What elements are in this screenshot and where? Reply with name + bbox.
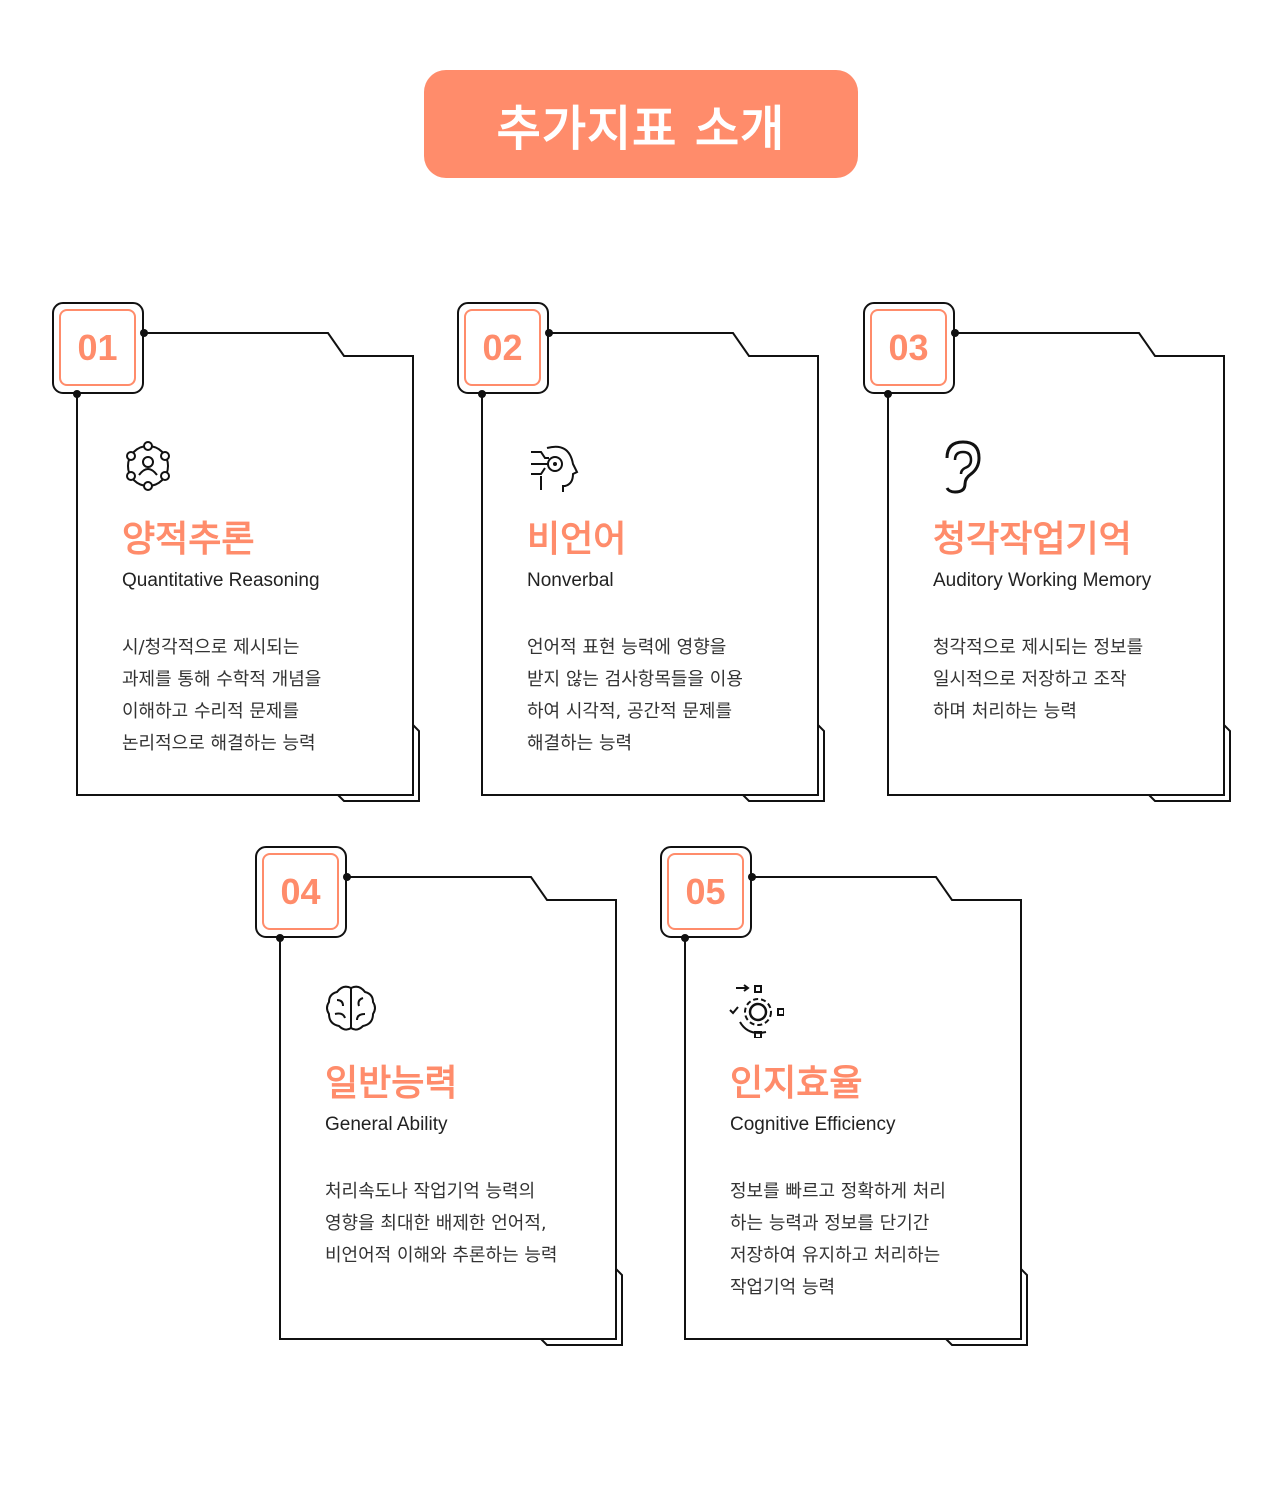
description-line: 하며 처리하는 능력 [933,701,1077,722]
page-title-banner: 추가지표 소개 [424,70,858,178]
description-line: 일시적으로 저장하고 조작 [933,669,1127,690]
ear-icon [945,440,981,494]
card-subtitle: Quantitative Reasoning [122,570,320,591]
head-circuit-icon [531,445,579,492]
card-subtitle: Auditory Working Memory [933,570,1152,591]
card-number-badge: 01 [77,326,118,368]
card-subtitle: Cognitive Efficiency [730,1114,896,1135]
card-subtitle: Nonverbal [527,570,614,591]
card-number-badge: 02 [482,326,523,368]
card-subtitle: General Ability [325,1114,448,1135]
description-line: 영향을 최대한 배제한 언어적, [325,1213,547,1234]
description-line: 하는 능력과 정보를 단기간 [730,1213,930,1234]
card-frame [660,846,1028,1346]
description-line: 언어적 표현 능력에 영향을 [527,637,727,658]
description-line: 시/청각적으로 제시되는 [122,637,300,658]
description-line: 하여 시각적, 공간적 문제를 [527,701,733,722]
description-line: 이해하고 수리적 문제를 [122,701,300,722]
card-title: 양적추론 [122,519,255,560]
description-line: 정보를 빠르고 정확하게 처리 [730,1181,946,1202]
description-line: 논리적으로 해결하는 능력 [122,733,316,754]
card-01: 01 양적추론 Quantitative Reasoning 시/청각적으로 제… [52,302,432,812]
description-line: 과제를 통해 수학적 개념을 [122,669,322,690]
card-frame [255,846,623,1346]
brain-icon [326,985,376,1031]
page-title: 추가지표 소개 [496,101,786,157]
card-title: 비언어 [527,519,627,560]
card-number-badge: 04 [280,870,321,912]
people-network-icon [126,441,170,491]
gear-process-icon [729,984,784,1038]
description-line: 저장하여 유지하고 처리하는 [730,1245,941,1266]
card-05: 05 인지효율 Cognitive Efficiency 정보를 빠르고 정확하… [660,846,1040,1356]
description-line: 해결하는 능력 [527,733,633,754]
card-title: 일반능력 [325,1063,458,1104]
description-line: 작업기억 능력 [730,1277,836,1298]
card-title: 인지효율 [730,1063,863,1104]
card-number-badge: 05 [685,870,726,912]
card-frame [863,302,1231,802]
card-03: 03 청각작업기억 Auditory Working Memory 청각적으로 … [863,302,1243,812]
card-number-badge: 03 [888,326,929,368]
card-frame [457,302,825,802]
card-frame [52,302,420,802]
description-line: 처리속도나 작업기억 능력의 [325,1181,536,1202]
description-line: 비언어적 이해와 추론하는 능력 [325,1245,558,1266]
card-title: 청각작업기억 [933,519,1132,560]
description-line: 받지 않는 검사항목들을 이용 [527,669,743,690]
description-line: 청각적으로 제시되는 정보를 [933,637,1144,658]
